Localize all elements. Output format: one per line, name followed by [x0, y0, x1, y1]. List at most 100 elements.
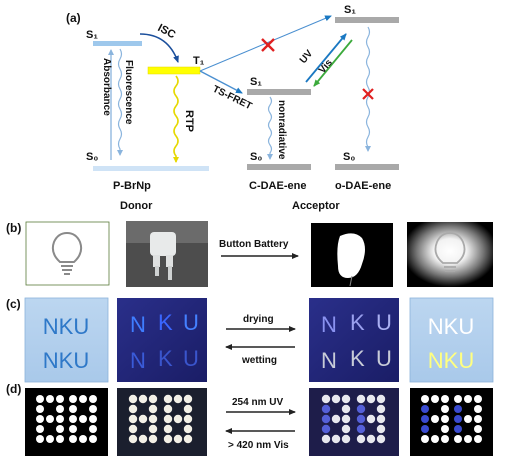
display-dot [89, 415, 97, 423]
photo-after-letter: U [376, 346, 392, 371]
acceptor-role-label: Acceptor [292, 200, 340, 212]
open-s0-label: S₀ [343, 151, 355, 163]
vis-irradiation-label: > 420 nm Vis [228, 440, 289, 451]
display-dot [356, 434, 366, 444]
absorbance-label: Absorbance [101, 58, 112, 116]
display-dot [56, 435, 64, 443]
display-dot [183, 424, 193, 434]
display-dot [148, 404, 158, 414]
display-dot [331, 394, 341, 404]
display-dot [454, 395, 462, 403]
panel-a-tag: (a) [66, 11, 81, 25]
display-dot [464, 435, 472, 443]
open-s1-label: S₁ [344, 4, 356, 16]
bulb-pattern-box [25, 221, 110, 286]
display-dot [474, 405, 482, 413]
photo-before-letter: U [183, 310, 199, 335]
nku-photo-after [309, 298, 399, 382]
display-dot [356, 424, 366, 434]
display-dot [474, 435, 482, 443]
display-dot [454, 435, 462, 443]
display-dot [474, 415, 482, 423]
display-dot [89, 405, 97, 413]
panel-b-tag: (b) [6, 221, 21, 235]
display-dot [431, 435, 439, 443]
vis-label: Vis [317, 57, 335, 76]
display-dot [474, 425, 482, 433]
photo-after-letter: K [350, 310, 365, 335]
display-dot [173, 394, 183, 404]
open-s1-level [335, 17, 399, 23]
display-dot [454, 425, 462, 433]
display-dot [321, 434, 331, 444]
display-dot [376, 434, 386, 444]
display-dot [79, 435, 87, 443]
display-dot [79, 395, 87, 403]
donor-role-label: Donor [120, 200, 153, 212]
dot-pattern-left [36, 395, 97, 443]
display-dot [366, 434, 376, 444]
display-dot [36, 405, 44, 413]
bulb-outline-icon [51, 231, 83, 275]
isc-arrow [139, 33, 179, 63]
display-dot [163, 414, 173, 424]
open-s0-level [335, 164, 399, 170]
display-dot [441, 415, 449, 423]
display-dot [464, 395, 472, 403]
display-dot [163, 424, 173, 434]
display-dot [366, 414, 376, 424]
display-dot [163, 404, 173, 414]
nonradiative-label: nonradiative [276, 100, 287, 160]
photo-after-letter: K [350, 346, 365, 371]
nku-pattern-box-right [409, 297, 494, 383]
blocked-transfer-cross [261, 38, 275, 52]
closed-s0-label: S₀ [250, 151, 262, 163]
display-dot [89, 435, 97, 443]
uv-irradiation-label: 254 nm UV [232, 397, 283, 408]
panel-d-dot-display: (d) 254 nm UV > 420 nm Vis [6, 382, 493, 456]
rtp-arrow [173, 75, 179, 163]
donor-molecule-label: P-BrNp [113, 180, 151, 192]
display-dot [46, 415, 54, 423]
lit-device-shape [337, 233, 365, 278]
panel-b-bulb-demo: (b) Button Battery [6, 221, 493, 287]
display-dot [366, 394, 376, 404]
display-dot [431, 395, 439, 403]
photo-before-letter: U [183, 346, 199, 371]
dot-pattern-right [421, 395, 482, 443]
closed-s0-level [247, 164, 311, 170]
display-dot [89, 425, 97, 433]
display-dot [331, 434, 341, 444]
display-dot [454, 415, 462, 423]
display-dot [183, 394, 193, 404]
nku-right-line-1: NKU [428, 314, 474, 339]
display-dot [341, 434, 351, 444]
display-dot [128, 394, 138, 404]
display-dot [421, 435, 429, 443]
nku-photo-after-letters: N K U N K U [321, 310, 392, 373]
display-dot [421, 425, 429, 433]
display-dot [441, 405, 449, 413]
display-dot [421, 415, 429, 423]
nku-left-line-2: NKU [43, 348, 89, 373]
uv-arrow [305, 33, 347, 83]
dot-photo-after-dots [321, 394, 386, 444]
fluorescence-label: Fluorescence [123, 60, 134, 125]
display-dot [148, 424, 158, 434]
display-dot [321, 404, 331, 414]
display-dot [441, 395, 449, 403]
display-dot [331, 414, 341, 424]
display-dot [69, 415, 77, 423]
display-dot [36, 435, 44, 443]
photo-before-letter: N [130, 312, 146, 337]
display-dot [356, 414, 366, 424]
display-dot [138, 434, 148, 444]
display-dot [341, 424, 351, 434]
drying-label: drying [243, 314, 274, 325]
photo-after-letter: N [321, 348, 337, 373]
nku-right-line-2: NKU [428, 348, 474, 373]
vis-arrow [313, 39, 353, 87]
battery-arrow-label: Button Battery [219, 239, 289, 250]
display-dot [183, 434, 193, 444]
